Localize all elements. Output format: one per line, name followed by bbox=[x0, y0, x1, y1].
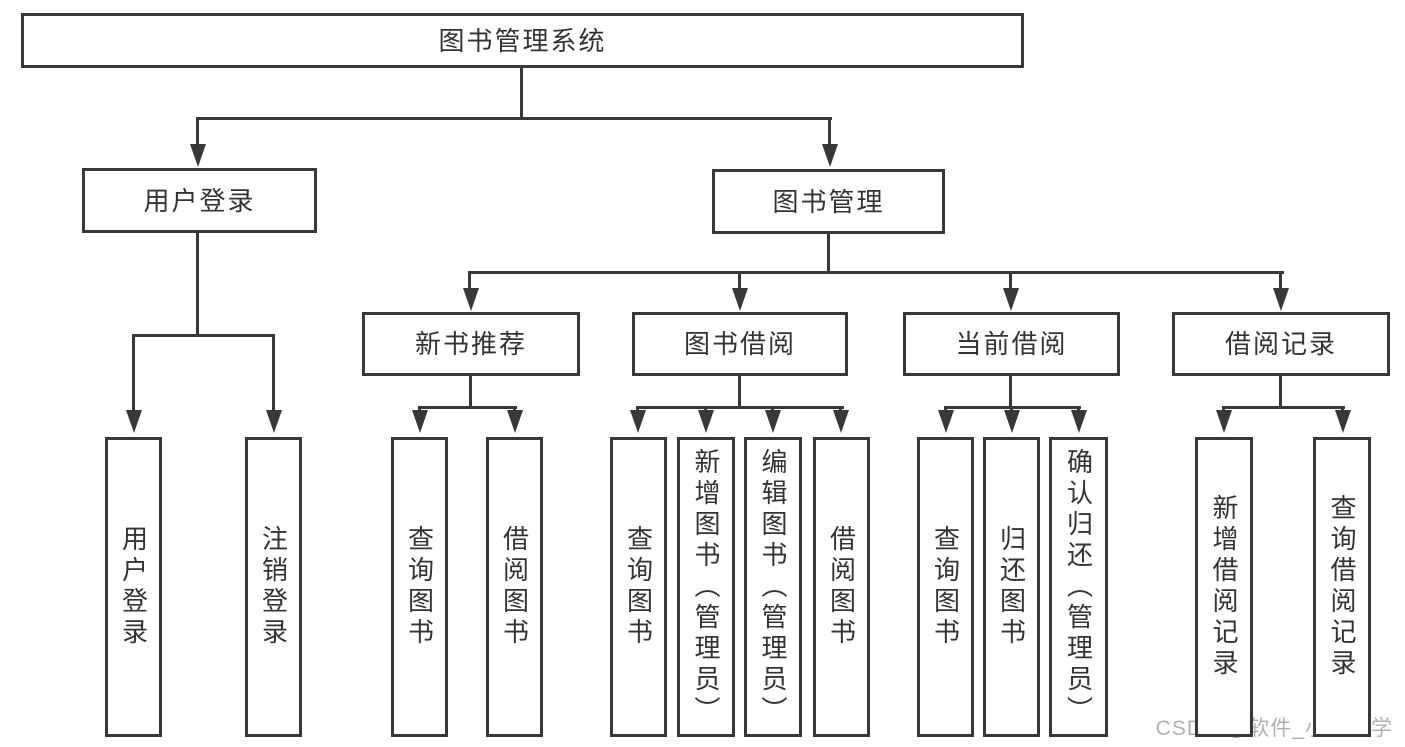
arrow-down-icon bbox=[411, 410, 428, 433]
node-borrowing-records: 借阅记录 bbox=[1172, 312, 1390, 376]
leaf-borrow-books-borrowing: 借阅图书 bbox=[813, 437, 870, 737]
connector-line bbox=[196, 233, 199, 336]
connector-line bbox=[469, 376, 472, 408]
arrow-down-icon bbox=[1273, 288, 1289, 311]
arrow-down-icon bbox=[1215, 410, 1232, 433]
connector-line bbox=[636, 406, 844, 409]
node-new-book-recommend: 新书推荐 bbox=[362, 312, 580, 376]
arrow-down-icon bbox=[832, 410, 849, 433]
connector-line bbox=[738, 376, 741, 408]
leaf-add-borrow-record: 新增借阅记录 bbox=[1195, 437, 1253, 737]
connector-line bbox=[196, 117, 832, 120]
arrow-down-icon bbox=[1003, 410, 1020, 433]
leaf-add-book-admin: 新增图书（管理员） bbox=[677, 437, 735, 737]
arrow-down-icon bbox=[629, 410, 646, 433]
arrow-down-icon bbox=[764, 410, 781, 433]
arrow-down-icon bbox=[125, 410, 142, 433]
arrow-down-icon bbox=[1334, 410, 1351, 433]
leaf-borrow-books-recommend: 借阅图书 bbox=[486, 437, 543, 737]
node-user-login: 用户登录 bbox=[82, 168, 317, 233]
connector-line bbox=[1009, 271, 1012, 289]
connector-line bbox=[1279, 271, 1282, 289]
arrow-down-icon bbox=[697, 410, 714, 433]
leaf-query-books-current: 查询图书 bbox=[917, 437, 974, 737]
arrow-down-icon bbox=[506, 410, 523, 433]
connector-line bbox=[196, 117, 199, 147]
node-book-borrowing: 图书借阅 bbox=[632, 312, 848, 376]
connector-line bbox=[738, 271, 741, 289]
leaf-return-book: 归还图书 bbox=[983, 437, 1040, 737]
arrow-down-icon bbox=[1070, 410, 1087, 433]
leaf-query-borrow-record: 查询借阅记录 bbox=[1313, 437, 1371, 737]
connector-line bbox=[468, 271, 471, 289]
connector-line bbox=[827, 234, 830, 274]
connector-line bbox=[468, 271, 1284, 274]
arrow-down-icon bbox=[937, 410, 954, 433]
connector-line bbox=[828, 117, 831, 147]
connector-line bbox=[418, 406, 517, 409]
arrow-down-icon bbox=[821, 144, 838, 167]
leaf-query-books-recommend: 查询图书 bbox=[391, 437, 448, 737]
connector-line bbox=[132, 334, 135, 412]
leaf-query-books-borrowing: 查询图书 bbox=[610, 437, 667, 737]
arrow-down-icon bbox=[265, 410, 282, 433]
leaf-confirm-return-admin: 确认归还（管理员） bbox=[1049, 437, 1108, 737]
arrow-down-icon bbox=[189, 144, 206, 167]
node-current-borrowing: 当前借阅 bbox=[903, 312, 1120, 376]
connector-line bbox=[132, 334, 275, 337]
leaf-edit-book-admin: 编辑图书（管理员） bbox=[744, 437, 802, 737]
leaf-logout: 注销登录 bbox=[245, 437, 302, 737]
connector-line bbox=[520, 68, 523, 118]
leaf-user-login: 用户登录 bbox=[105, 437, 162, 737]
arrow-down-icon bbox=[1003, 288, 1019, 311]
connector-line bbox=[1279, 376, 1282, 408]
node-book-management: 图书管理 bbox=[712, 169, 945, 234]
connector-line bbox=[1009, 376, 1012, 408]
node-library-system: 图书管理系统 bbox=[21, 13, 1024, 68]
arrow-down-icon bbox=[463, 288, 479, 311]
arrow-down-icon bbox=[732, 288, 748, 311]
connector-line bbox=[272, 334, 275, 412]
connector-line bbox=[1222, 406, 1345, 409]
